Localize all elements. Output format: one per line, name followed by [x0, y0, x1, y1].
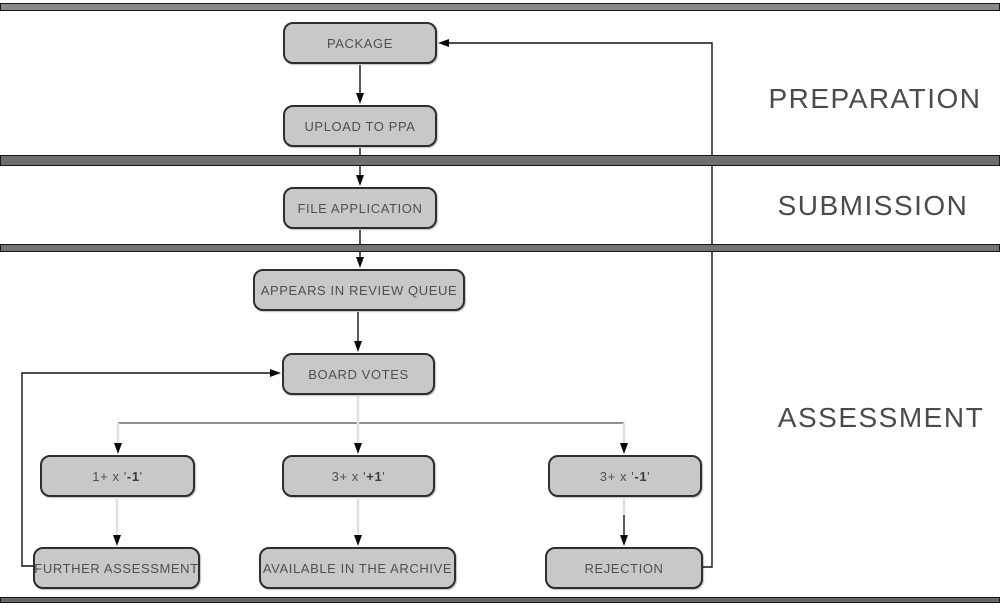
vote-label-suffix: ': [382, 468, 386, 484]
section-label-preparation: PREPARATION: [768, 83, 982, 114]
node-file-application: FILE APPLICATION: [283, 187, 437, 229]
connector-vote-three-minus-to-rejection: [620, 499, 628, 546]
node-appears-in-review-queue: APPEARS IN REVIEW QUEUE: [253, 269, 465, 311]
node-available-in-archive: AVAILABLE IN THE ARCHIVE: [259, 547, 456, 589]
node-further-assessment: FURTHER ASSESSMENT: [33, 547, 200, 589]
connector-vote-three-plus-to-archive: [354, 499, 362, 546]
connector-upload-to-file-application: [356, 148, 364, 186]
node-vote-one-minus-one: 1+ x '-1': [40, 455, 195, 497]
vote-label-suffix: ': [647, 468, 651, 484]
divider-top: [0, 3, 1000, 11]
vote-label-bold: -1: [126, 468, 140, 484]
node-package: PACKAGE: [283, 22, 437, 64]
vote-label-prefix: 1+ x ': [92, 468, 127, 484]
vote-label-prefix: 3+ x ': [599, 468, 635, 484]
feedback-further-assessment-to-board-votes: [21, 369, 281, 567]
section-label-assessment: ASSESSMENT: [777, 402, 985, 433]
feedback-rejection-to-package: [438, 39, 713, 568]
node-upload-to-ppa: UPLOAD TO PPA: [283, 105, 437, 147]
vote-label-suffix: ': [139, 468, 143, 484]
vote-label-prefix: 3+ x ': [331, 468, 367, 484]
vote-label-bold: +1: [366, 468, 383, 484]
section-label-submission: SUBMISSION: [777, 190, 969, 221]
node-rejection: REJECTION: [545, 547, 703, 589]
divider-preparation-submission: [0, 155, 1000, 166]
connector-vote-one-minus-to-further-assessment: [113, 499, 121, 546]
node-board-votes: BOARD VOTES: [282, 353, 435, 395]
node-vote-three-minus-one: 3+ x '-1': [548, 455, 702, 497]
node-vote-three-plus-one: 3+ x '+1': [282, 455, 435, 497]
connector-package-to-upload: [356, 65, 364, 104]
connector-review-queue-to-board-votes: [354, 312, 362, 352]
vote-label-bold: -1: [634, 468, 648, 484]
divider-bottom: [0, 597, 1000, 603]
divider-submission-assessment: [0, 244, 1000, 252]
connector-board-votes-branch: [114, 396, 628, 454]
